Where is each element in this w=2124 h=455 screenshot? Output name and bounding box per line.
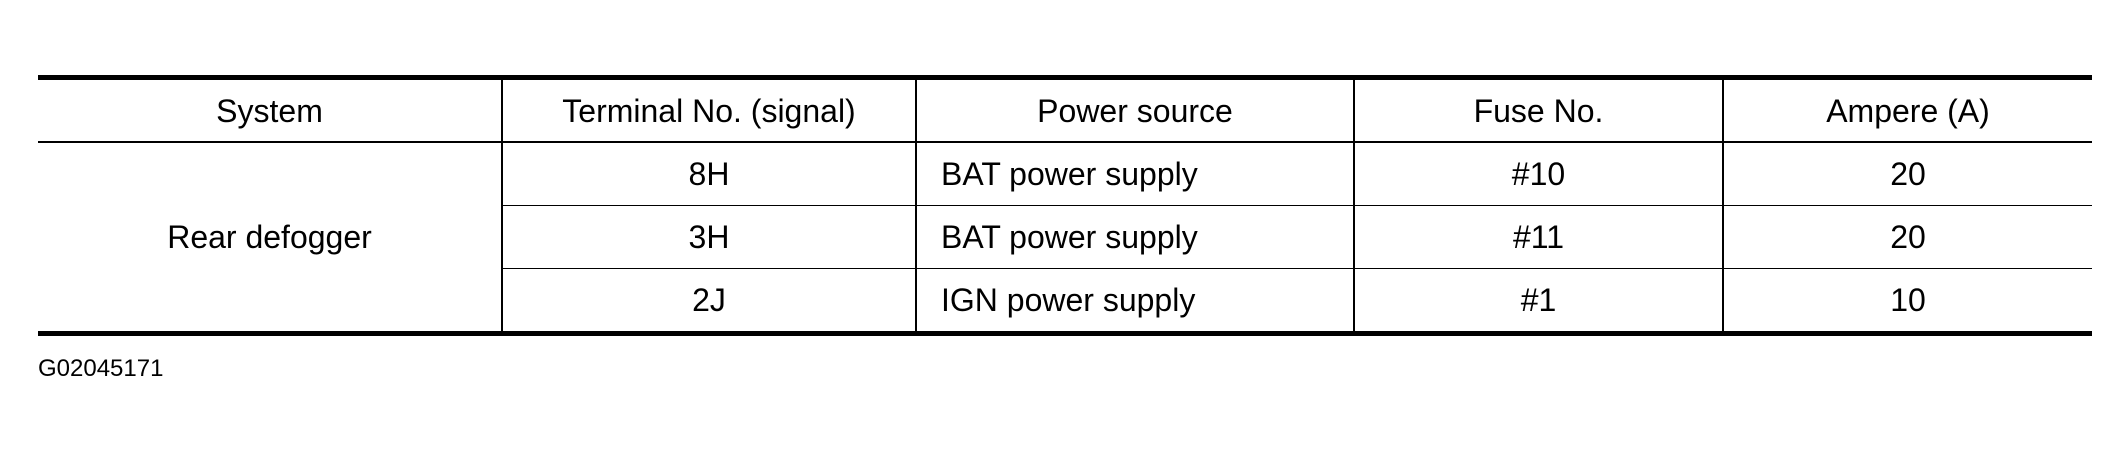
header-terminal-no: Terminal No. (signal) <box>501 77 917 143</box>
terminal-cell: 8H <box>501 142 917 206</box>
figure-id: G02045171 <box>38 355 164 382</box>
fuse-cell: #1 <box>1353 268 1724 334</box>
ampere-cell: 20 <box>1722 205 2092 269</box>
ampere-cell: 20 <box>1722 142 2092 206</box>
header-power-source: Power source <box>915 77 1355 143</box>
header-ampere: Ampere (A) <box>1722 77 2092 143</box>
ampere-cell: 10 <box>1722 268 2092 334</box>
terminal-cell: 3H <box>501 205 917 269</box>
header-system: System <box>38 77 503 143</box>
header-fuse-no: Fuse No. <box>1353 77 1724 143</box>
fuse-cell: #10 <box>1353 142 1724 206</box>
table-header-row: System Terminal No. (signal) Power sourc… <box>38 77 2092 143</box>
fuse-cell: #11 <box>1353 205 1724 269</box>
table-row: 3H BAT power supply #11 20 <box>38 205 2092 269</box>
power-source-cell: IGN power supply <box>915 268 1355 334</box>
terminal-cell: 2J <box>501 268 917 334</box>
table-row: 2J IGN power supply #1 10 <box>38 268 2092 334</box>
table-row: Rear defogger 8H BAT power supply #10 20 <box>38 142 2092 334</box>
power-source-cell: BAT power supply <box>915 205 1355 269</box>
power-supply-table: System Terminal No. (signal) Power sourc… <box>38 75 2092 336</box>
power-source-cell: BAT power supply <box>915 142 1355 206</box>
system-cell: Rear defogger <box>38 142 503 334</box>
